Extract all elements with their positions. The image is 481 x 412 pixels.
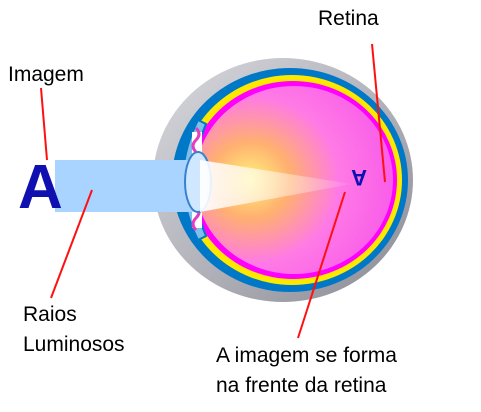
- image-forms-label: A imagem se forma na frente da retina: [216, 341, 397, 401]
- image-pointer: [41, 88, 47, 160]
- image-label: Imagem: [8, 62, 84, 88]
- image-forms-label-line-1: A imagem se forma: [216, 341, 397, 371]
- light-rays-label: Raios Luminosos: [23, 300, 125, 360]
- object-letter: A: [18, 153, 63, 222]
- light-rays-label-line-2: Luminosos: [23, 330, 125, 360]
- light-rays-label-line-1: Raios: [23, 300, 125, 330]
- formed-image-letter: A: [351, 165, 367, 190]
- retina-label: Retina: [318, 6, 379, 32]
- light-beam: [55, 160, 200, 212]
- image-forms-label-line-2: na frente da retina: [216, 371, 397, 401]
